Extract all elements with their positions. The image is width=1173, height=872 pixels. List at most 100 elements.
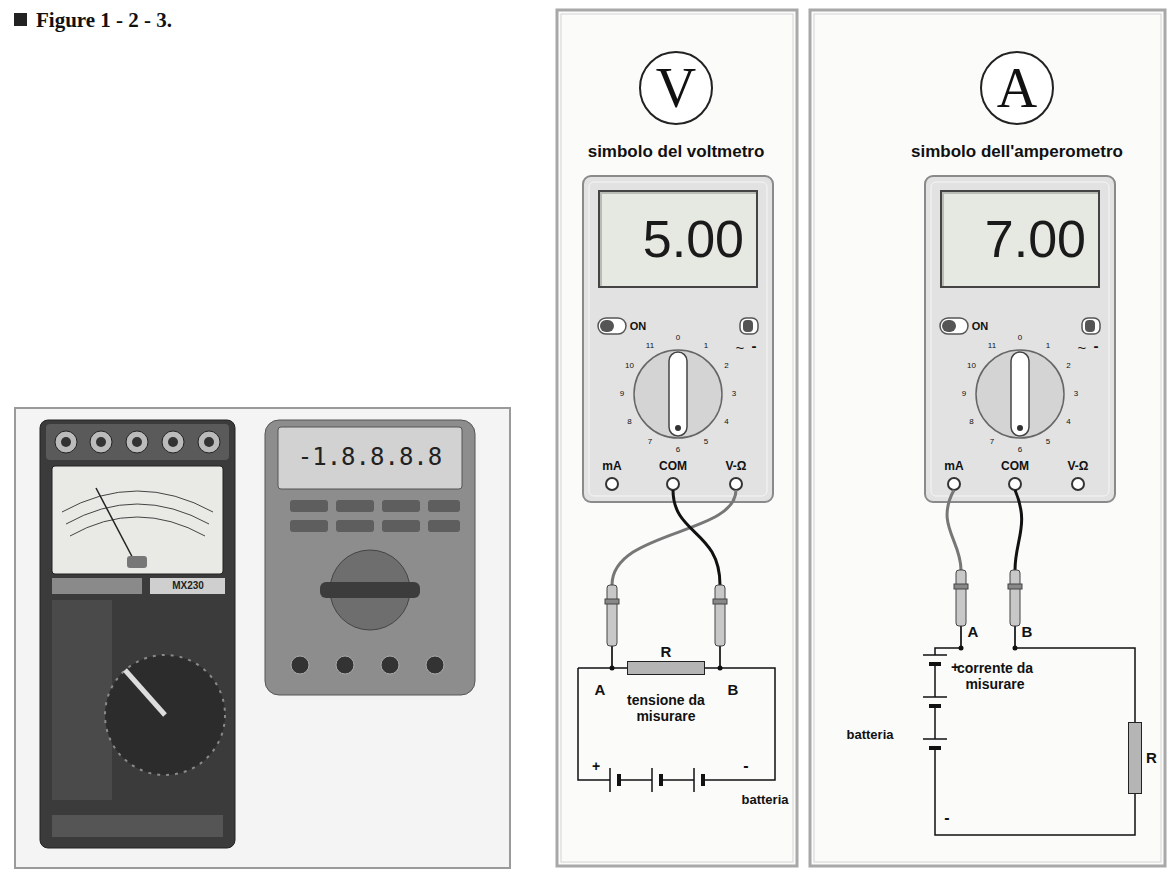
point-label: B <box>1022 623 1033 640</box>
battery-label: batteria <box>742 793 789 808</box>
probes <box>1014 626 1016 648</box>
analog-multimeter <box>70 517 205 536</box>
ammeter-panel <box>810 10 1165 866</box>
polarity-sign: - <box>743 757 748 775</box>
probes <box>960 626 962 648</box>
terminal-label: V-Ω <box>1068 460 1089 474</box>
mode-symbol: - <box>752 337 757 354</box>
analog-multimeter <box>132 437 142 447</box>
analog-multimeter <box>52 815 223 837</box>
voltmeter-circuit <box>578 668 775 780</box>
digital-multimeter <box>382 520 420 532</box>
probes <box>605 599 619 604</box>
dial-number: 8 <box>969 417 973 426</box>
meter-symbol-letter: V <box>656 60 696 116</box>
switch-label: ON <box>972 320 989 333</box>
digital-multimeter <box>320 582 420 598</box>
dial-number: 1 <box>1046 341 1050 350</box>
analog-multimeter <box>150 578 225 594</box>
ammeter-panel <box>810 10 1165 866</box>
dial-number: 2 <box>724 361 728 370</box>
terminal-label: COM <box>659 460 687 474</box>
analog-multimeter <box>125 670 165 715</box>
analog-multimeter <box>96 437 106 447</box>
dial-number: 9 <box>620 389 624 398</box>
dial-number: 0 <box>1018 333 1022 342</box>
probes <box>611 646 613 668</box>
terminal-label: V-Ω <box>726 460 747 474</box>
display-reading: -1.8.8.8.8 <box>298 444 443 472</box>
display-reading: 5.00 <box>643 213 744 265</box>
ammeter-circuit <box>923 648 1135 835</box>
symbol-caption: simbolo dell'amperometro <box>911 142 1123 162</box>
digital-multimeter <box>428 500 460 512</box>
dial-number: 5 <box>704 438 708 447</box>
analog-multimeter <box>168 437 178 447</box>
voltmeter-panel <box>557 10 797 866</box>
digital-multimeter <box>278 427 462 489</box>
junction-dots <box>959 646 964 651</box>
probes <box>954 584 968 589</box>
analog-multimeter <box>52 466 223 574</box>
dial-number: 10 <box>625 361 634 370</box>
probes <box>956 570 966 626</box>
analog-multimeter <box>52 600 112 800</box>
dial-number: 3 <box>732 389 736 398</box>
circle-outline <box>981 52 1053 124</box>
terminal-label: COM <box>1001 460 1029 474</box>
ammeter-circuit <box>929 746 941 750</box>
analog-multimeter <box>40 420 235 848</box>
symbol-caption: simbolo del voltmetro <box>588 142 765 162</box>
voltmeter-circuit <box>578 668 775 792</box>
dial-number: 7 <box>648 438 652 447</box>
digital-multimeter <box>291 656 309 674</box>
resistor-symbol: R <box>627 661 705 675</box>
dial-number: 9 <box>962 389 966 398</box>
point-label: A <box>595 681 606 698</box>
ammeter-circuit <box>934 708 936 739</box>
voltmeter-circuit <box>609 768 611 792</box>
analog-multimeter <box>55 431 77 453</box>
voltmeter-panel <box>561 14 793 862</box>
analog-multimeter <box>127 556 147 568</box>
circuit-note: tensione da misurare <box>618 692 714 724</box>
voltmeter-panel <box>557 10 797 866</box>
ammeter-circuit <box>929 704 941 708</box>
voltmeter-circuit <box>651 768 653 792</box>
digital-multimeter <box>290 500 328 512</box>
analog-multimeter <box>46 424 229 460</box>
digital-multimeter <box>382 500 420 512</box>
ammeter-circuit <box>935 648 1135 835</box>
voltmeter-circuit <box>621 779 652 781</box>
probes <box>715 585 725 646</box>
analog-multimeter <box>96 488 137 566</box>
ammeter-circuit <box>923 654 947 656</box>
mode-symbol: ~ <box>736 339 745 356</box>
ammeter-circuit <box>923 696 947 698</box>
voltmeter-body <box>583 176 773 502</box>
analog-multimeter <box>105 655 225 775</box>
analog-multimeter <box>61 437 71 447</box>
dial-number: 4 <box>724 417 728 426</box>
analog-multimeter <box>162 431 184 453</box>
ammeter-circuit <box>929 662 941 666</box>
terminal-label: mA <box>602 460 621 474</box>
meter-display: 5.00 <box>598 190 758 288</box>
probes <box>605 570 1022 668</box>
meter-symbol-circle: Asimbolo dell'amperometro <box>979 50 1055 126</box>
digital-multimeter <box>336 656 354 674</box>
analog-multimeter <box>52 578 142 594</box>
dial-number: 11 <box>988 341 996 350</box>
test-leads <box>673 490 720 585</box>
ammeter-panel <box>814 14 1161 862</box>
analog-multimeter <box>204 437 214 447</box>
junction-dots <box>1013 646 1018 651</box>
resistor-label: R <box>1146 749 1157 766</box>
resistor-label: R <box>661 643 672 660</box>
battery-label: batteria <box>847 728 894 743</box>
analog-multimeter <box>62 491 213 512</box>
digital-multimeter <box>381 656 399 674</box>
digital-multimeter <box>336 500 374 512</box>
digital-multimeter <box>336 520 374 532</box>
